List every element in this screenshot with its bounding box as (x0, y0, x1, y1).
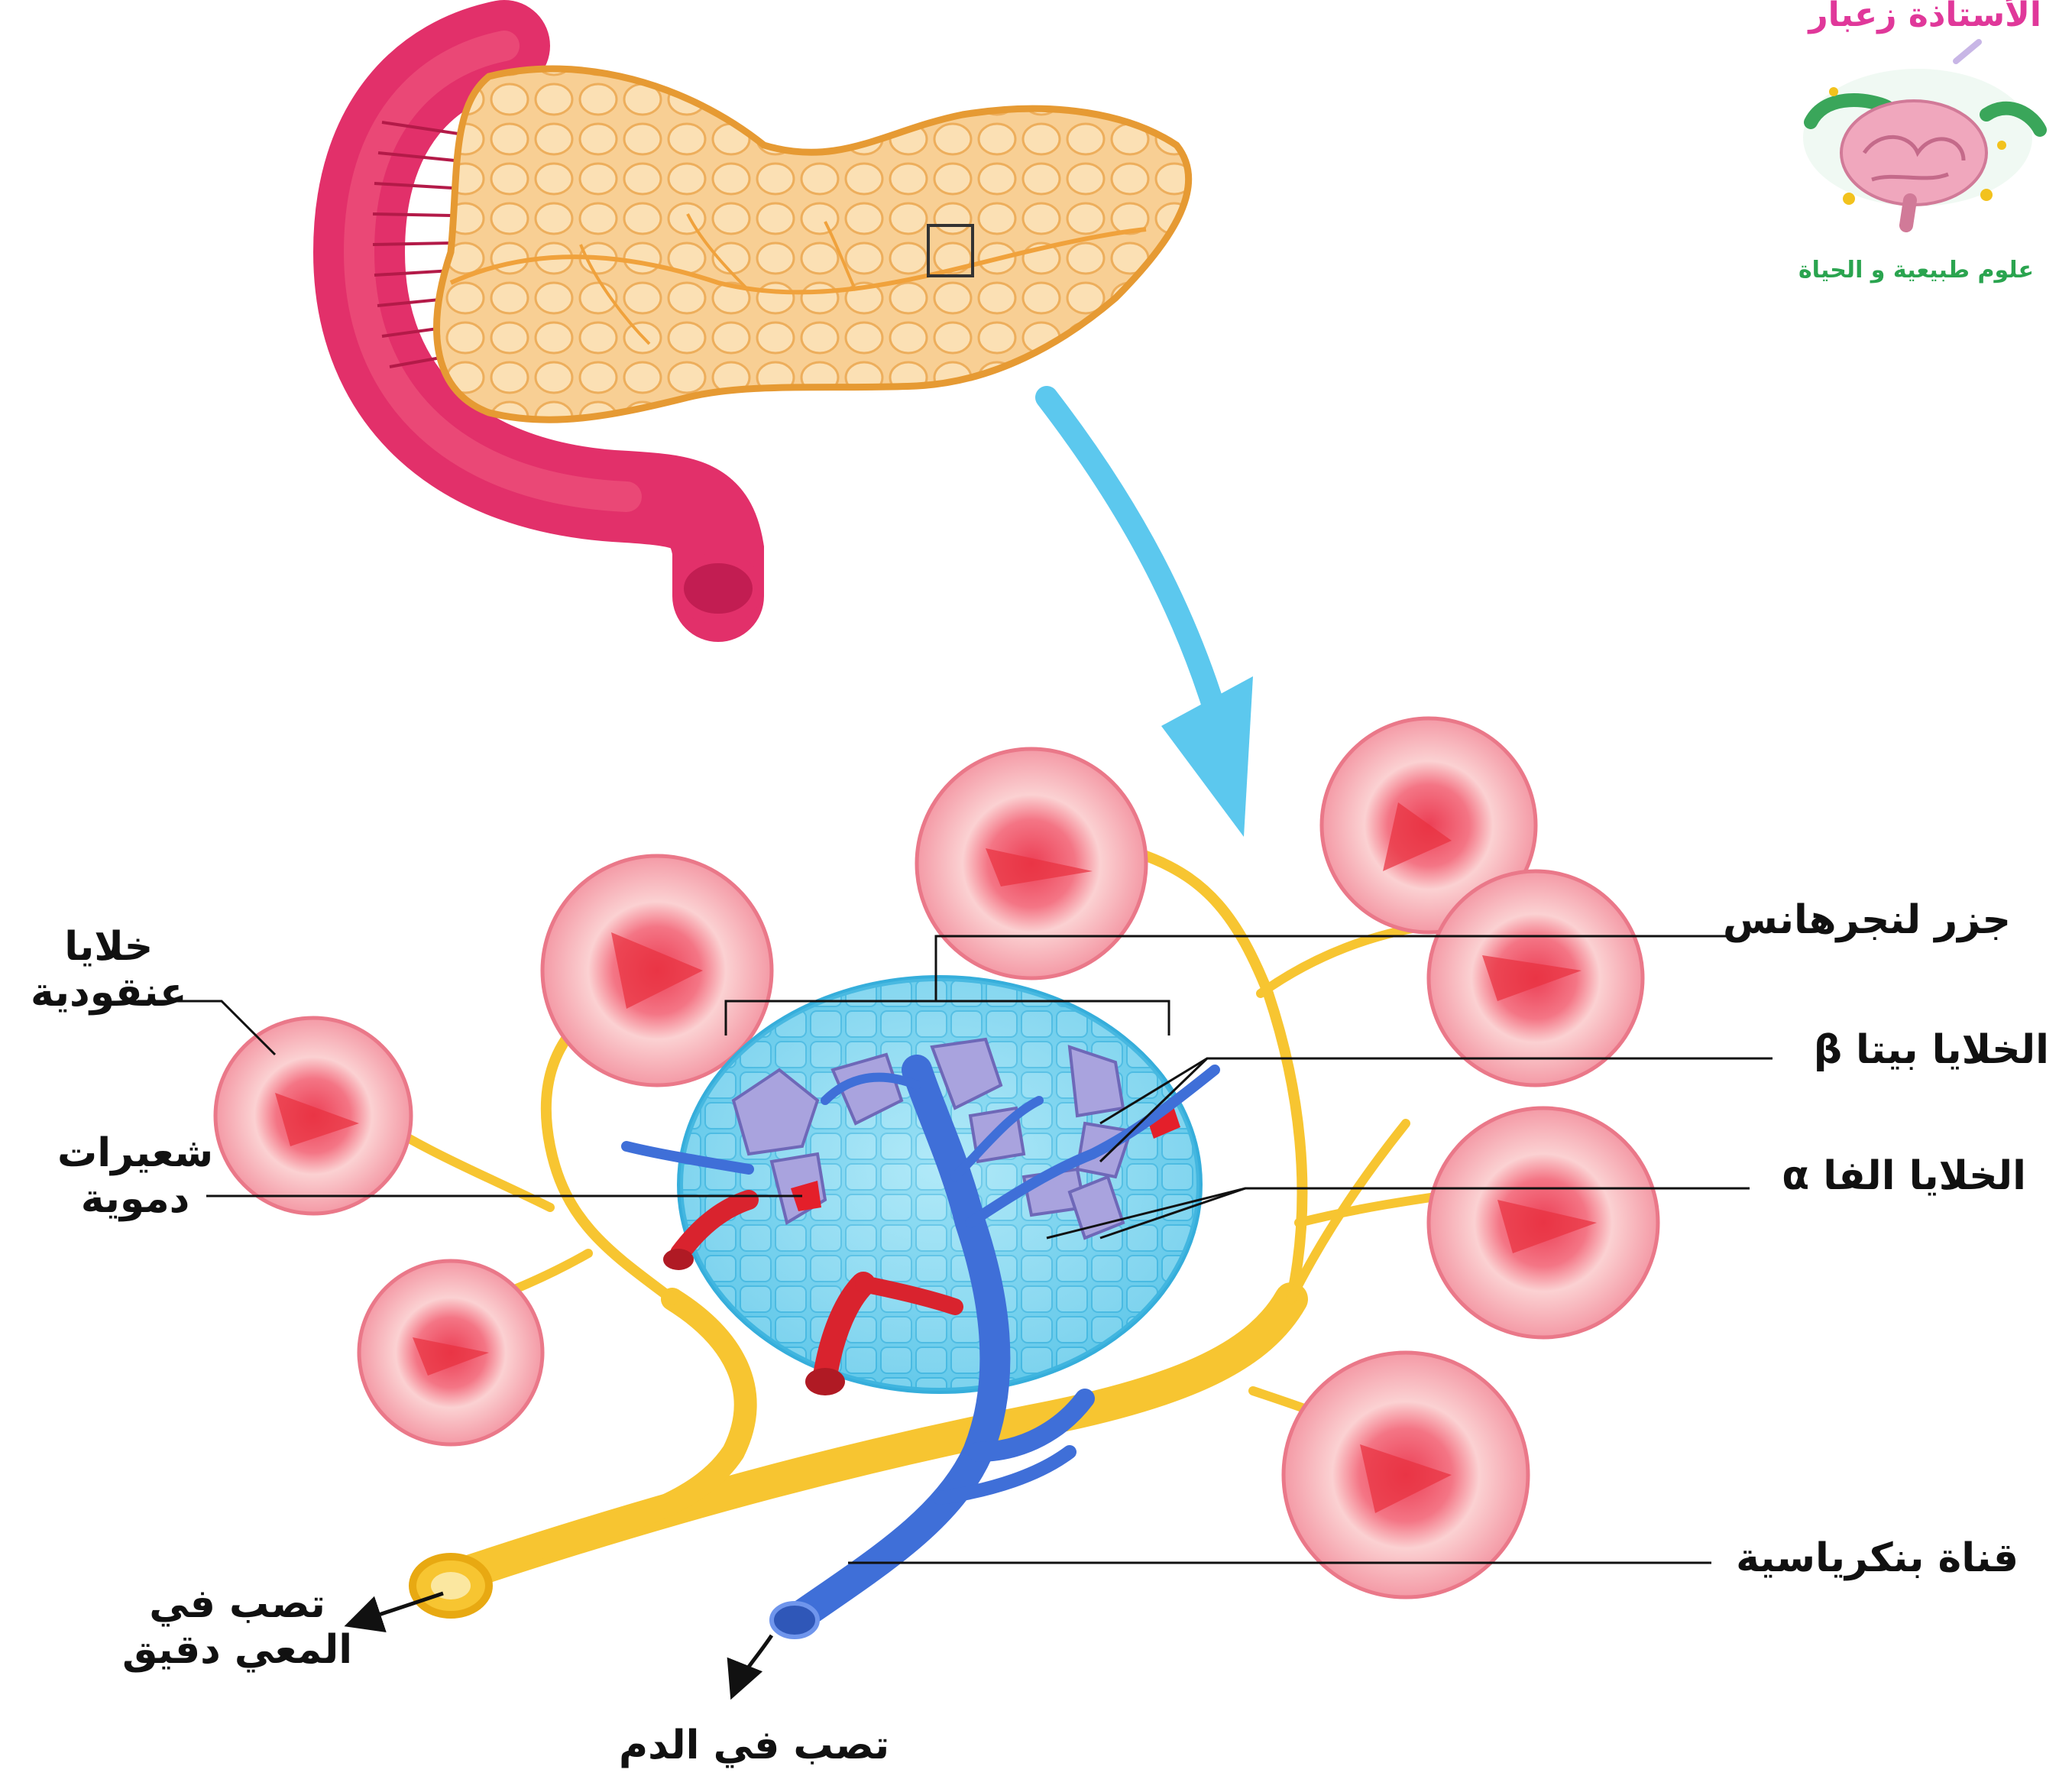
blood-arrow (733, 1635, 772, 1693)
islet-of-langerhans (680, 978, 1199, 1391)
acinus (917, 749, 1146, 978)
brain-icon (1803, 42, 2040, 225)
acinus (542, 856, 772, 1085)
brand-subtitle: علوم طبيعية و الحياة (1798, 257, 2034, 284)
pancreas-organ (359, 46, 1189, 619)
brand-title: الأستاذة زعبار (1808, 0, 2041, 34)
beta-cells-label: الخلايا بيتا β (1814, 1028, 2049, 1074)
islets-label: جزر لنجرهانس (1723, 898, 2011, 944)
capillaries-label-line2: دموية (57, 1177, 213, 1223)
acinus (359, 1261, 542, 1444)
pancreatic-duct-label: قناة بنكرياسية (1736, 1536, 2019, 1582)
to-intestine-label: تصب في المعي دقيق (122, 1582, 352, 1674)
duodenum-opening (678, 558, 758, 619)
acinus (1284, 1353, 1528, 1597)
acinar-cells-label-line1: خلايا (31, 925, 187, 971)
alpha-cells-label: الخلايا الفا α (1782, 1154, 2026, 1200)
vein-opening (772, 1603, 817, 1637)
acinus (1429, 871, 1643, 1085)
to-blood-label: تصب في الدم (619, 1723, 889, 1769)
pancreas-body (437, 69, 1189, 420)
acinar-cells-label-line2: عنقودية (31, 971, 187, 1016)
brand-logo (1803, 42, 2040, 225)
acinus (215, 1018, 411, 1214)
acinus (1429, 1108, 1658, 1337)
to-intestine-label-line1: تصب في (122, 1582, 352, 1628)
acinar-cells-label: خلايا عنقودية (31, 925, 187, 1016)
to-intestine-label-line2: المعي دقيق (122, 1628, 352, 1674)
capillaries-label-line1: شعيرات (57, 1131, 213, 1177)
capillaries-label: شعيرات دموية (57, 1131, 213, 1223)
